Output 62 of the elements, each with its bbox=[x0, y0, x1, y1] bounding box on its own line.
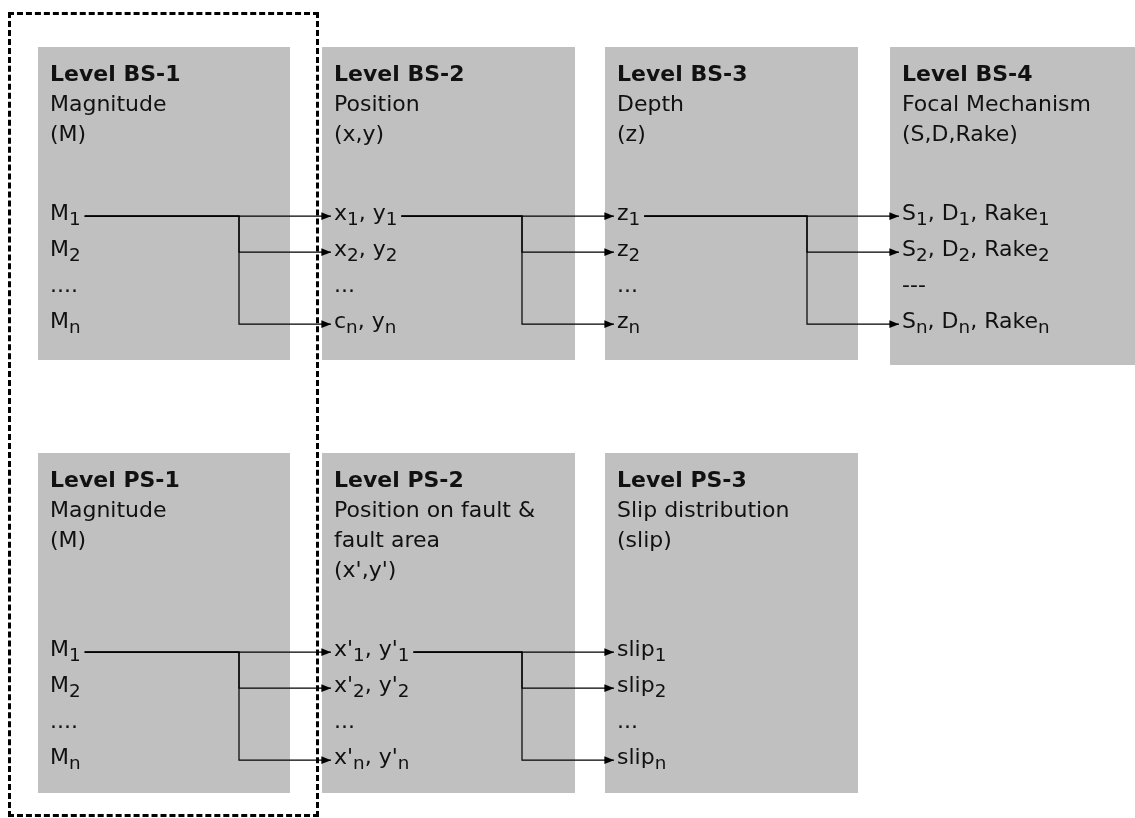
level-description: (z) bbox=[617, 120, 647, 148]
variable-label: z$_{2}$ bbox=[617, 235, 641, 270]
variable-label: z$_{n}$ bbox=[617, 307, 641, 342]
level-box bbox=[605, 453, 858, 793]
variable-label: slip$_{n}$ bbox=[617, 743, 667, 778]
level-description: Focal Mechanism bbox=[902, 90, 1092, 118]
level-box bbox=[38, 453, 290, 793]
level-description: (slip) bbox=[617, 526, 673, 554]
level-heading: Level BS-3 bbox=[617, 60, 749, 88]
variable-label: --- bbox=[902, 271, 926, 299]
variable-label: x'$_{n}$, y'$_{n}$ bbox=[334, 743, 410, 778]
level-heading: Level PS-2 bbox=[334, 466, 465, 494]
arrow bbox=[412, 651, 615, 765]
variable-label: slip$_{2}$ bbox=[617, 671, 667, 706]
level-heading: Level PS-1 bbox=[50, 466, 181, 494]
variable-label: M$_{1}$ bbox=[50, 635, 81, 670]
level-box bbox=[322, 453, 575, 793]
variable-label: M$_{2}$ bbox=[50, 235, 81, 268]
level-box bbox=[605, 47, 858, 360]
level-description: (M) bbox=[50, 526, 88, 554]
variable-label: M$_{n}$ bbox=[50, 743, 81, 776]
arrow bbox=[84, 651, 332, 765]
level-heading: Level PS-3 bbox=[617, 466, 748, 494]
variable-label: z$_{1}$ bbox=[617, 199, 641, 234]
level-description: (M) bbox=[50, 120, 88, 148]
variable-label: ... bbox=[617, 707, 638, 735]
variable-label: x$_{1}$, y$_{1}$ bbox=[334, 199, 398, 234]
level-box bbox=[38, 47, 290, 360]
variable-label: S$_{1}$, D$_{1}$, Rake$_{1}$ bbox=[902, 199, 1050, 234]
variable-label: M$_{1}$ bbox=[50, 199, 81, 234]
arrow bbox=[400, 215, 615, 329]
level-box bbox=[890, 47, 1135, 365]
level-heading: Level BS-1 bbox=[50, 60, 182, 88]
variable-label: .... bbox=[50, 707, 78, 735]
level-description: (x',y') bbox=[334, 556, 398, 584]
arrow bbox=[84, 215, 332, 329]
level-description: Depth bbox=[617, 90, 685, 118]
variable-label: M$_{n}$ bbox=[50, 307, 81, 340]
variable-label: x'$_{2}$, y'$_{2}$ bbox=[334, 671, 410, 706]
variable-label: ... bbox=[334, 707, 355, 735]
level-description: Slip distribution bbox=[617, 496, 791, 524]
level-description: (x,y) bbox=[334, 120, 386, 148]
variable-label: S$_{n}$, D$_{n}$, Rake$_{n}$ bbox=[902, 307, 1050, 342]
variable-label: S$_{2}$, D$_{2}$, Rake$_{2}$ bbox=[902, 235, 1050, 270]
variable-label: x'$_{1}$, y'$_{1}$ bbox=[334, 635, 410, 670]
level-description: Position on fault & fault area bbox=[334, 496, 537, 554]
level-description: Position bbox=[334, 90, 421, 118]
level-description: (S,D,Rake) bbox=[902, 120, 1019, 148]
level-box bbox=[322, 47, 575, 360]
variable-label: ... bbox=[334, 271, 355, 299]
arrow bbox=[643, 215, 900, 329]
variable-label: .... bbox=[50, 271, 78, 299]
dashed-outline bbox=[8, 12, 319, 817]
level-description: Magnitude bbox=[50, 496, 168, 524]
level-heading: Level BS-2 bbox=[334, 60, 466, 88]
variable-label: ... bbox=[617, 271, 638, 299]
variable-label: c$_{n}$, y$_{n}$ bbox=[334, 307, 397, 342]
level-heading: Level BS-4 bbox=[902, 60, 1034, 88]
variable-label: x$_{2}$, y$_{2}$ bbox=[334, 235, 398, 270]
level-description: Magnitude bbox=[50, 90, 168, 118]
variable-label: M$_{2}$ bbox=[50, 671, 81, 704]
variable-label: slip$_{1}$ bbox=[617, 635, 667, 670]
